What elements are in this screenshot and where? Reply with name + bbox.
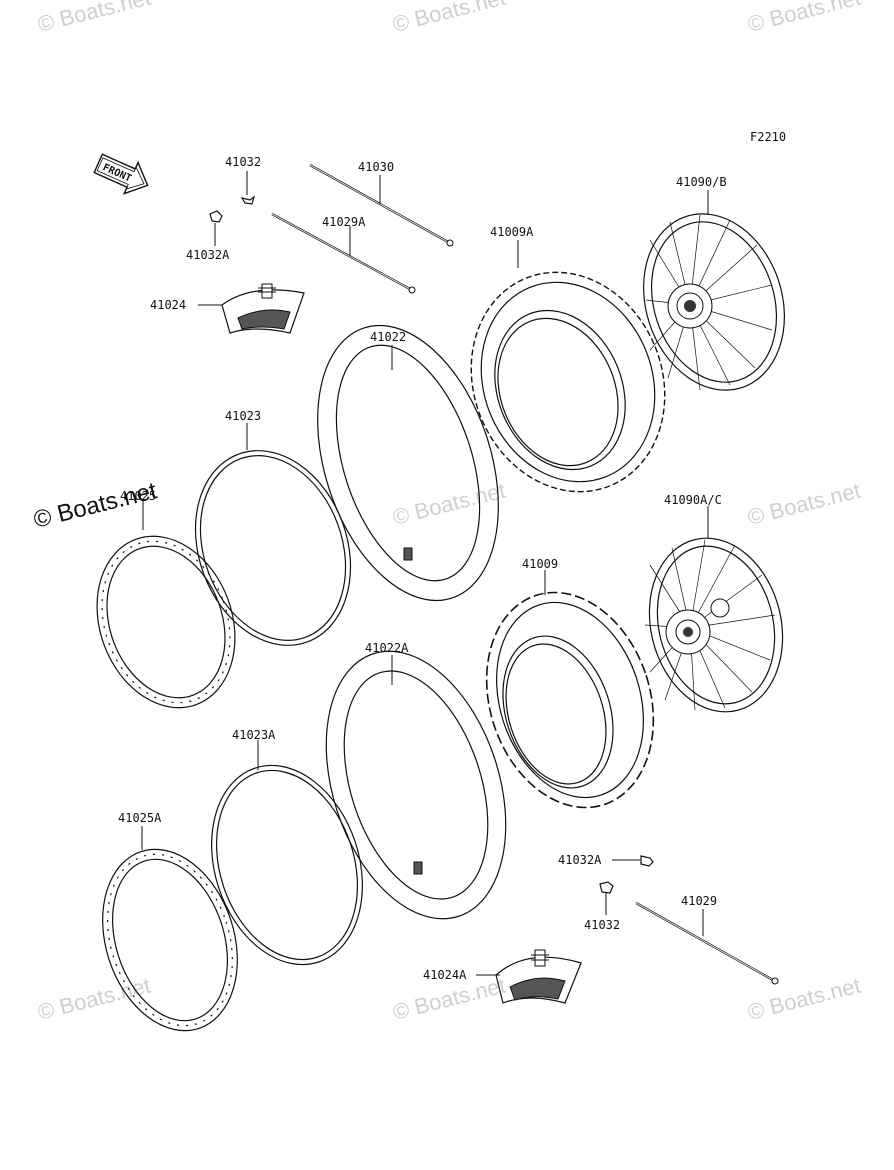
watermark: © Boats.net [390,478,508,530]
watermark: © Boats.net [745,0,863,37]
label-41025A: 41025A [118,811,162,825]
watermark: © Boats.net [745,973,863,1025]
label-41032-bottom: 41032 [584,918,620,932]
part-41090AC-wheel: 41090A/C [644,493,784,713]
label-41032A-top: 41032A [186,248,230,262]
part-41032-bottom: 41032 [584,881,620,932]
label-41024A: 41024A [423,968,467,982]
label-41023A: 41023A [232,728,276,742]
label-41009: 41009 [522,557,558,571]
part-41029A-spoke: 41029A [271,213,416,294]
part-41090B-wheel: 41090/B [643,175,785,391]
label-41090AC: 41090A/C [664,493,722,507]
part-41025-rim: 41025 [96,489,236,709]
watermark-large: © Boats.net [31,477,160,534]
part-41030-spoke: 41030 [309,160,454,247]
label-41032A-bottom: 41032A [558,853,602,867]
label-41029: 41029 [681,894,717,908]
label-41023: 41023 [225,409,261,423]
part-41025A-rim: 41025A [102,811,238,1032]
label-41032-top: 41032 [225,155,261,169]
part-41024A-rim-lock: 41024A [423,949,582,1004]
label-41090B: 41090/B [676,175,727,189]
watermark: © Boats.net [390,0,508,37]
part-41009A-tire: 41009A [470,225,666,493]
part-41023A-rim-band: 41023A [211,728,363,966]
part-41022A-tube: 41022A [325,641,507,920]
watermarks: © Boats.net © Boats.net © Boats.net © Bo… [35,0,863,1025]
label-41030: 41030 [358,160,394,174]
front-arrow-icon: FRONT [93,153,149,195]
part-41032A-bottom: 41032A [558,853,654,867]
part-41029-spoke: 41029 [635,894,779,985]
part-41032-top: 41032 [225,155,261,205]
watermark: © Boats.net [745,478,863,530]
part-41022-tube: 41022 [317,324,499,602]
watermark: © Boats.net [35,0,153,37]
label-41029A: 41029A [322,215,366,229]
label-41022A: 41022A [365,641,409,655]
label-41022: 41022 [370,330,406,344]
label-41024: 41024 [150,298,186,312]
part-41032A-top: 41032A [186,210,230,262]
part-41024-rim-lock: 41024 [150,283,305,334]
label-41009A: 41009A [490,225,534,239]
part-41009-tire: 41009 [485,557,655,809]
part-41023-rim-band: 41023 [194,409,352,646]
label-41025: 41025 [120,489,156,503]
watermark: © Boats.net [35,973,153,1025]
diagram-code: F2210 [750,130,786,144]
